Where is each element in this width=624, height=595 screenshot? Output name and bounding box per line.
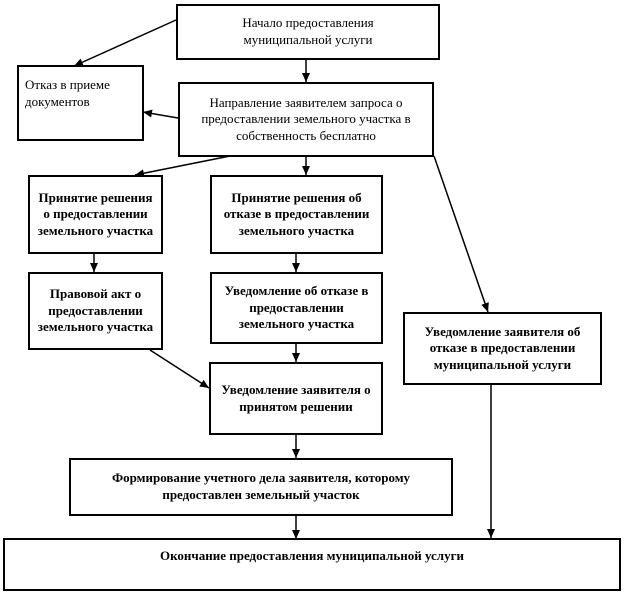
box-decision-grant: Принятие решения о предоставлении земель…: [28, 175, 163, 254]
box-request: Направление заявителем запроса о предост…: [178, 82, 434, 157]
box-end: Окончание предоставления муниципальной у…: [3, 538, 621, 591]
box-notice-refusal: Уведомление об отказе в предоставлении з…: [210, 272, 383, 344]
arrow-request-to-refusal: [142, 109, 179, 119]
box-notify-refusal-service: Уведомление заявителя об отказе в предос…: [403, 312, 602, 385]
box-decision-refuse: Принятие решения об отказе в предоставле…: [210, 175, 383, 254]
box-start: Начало предоставления муниципальной услу…: [176, 4, 440, 60]
box-legal-act: Правовой акт о предоставлении земельного…: [28, 272, 163, 350]
arrow-act-to-notify: [149, 349, 210, 389]
box-refusal-docs: Отказ в приеме документов: [17, 65, 144, 141]
arrow-request-to-service-refusal: [433, 155, 489, 313]
arrow-request-to-grant: [134, 155, 231, 178]
arrow-start-to-refusal: [73, 19, 177, 67]
box-notify-decision: Уведомление заявителя о принятом решении: [209, 362, 383, 435]
box-record: Формирование учетного дела заявителя, ко…: [69, 458, 453, 516]
